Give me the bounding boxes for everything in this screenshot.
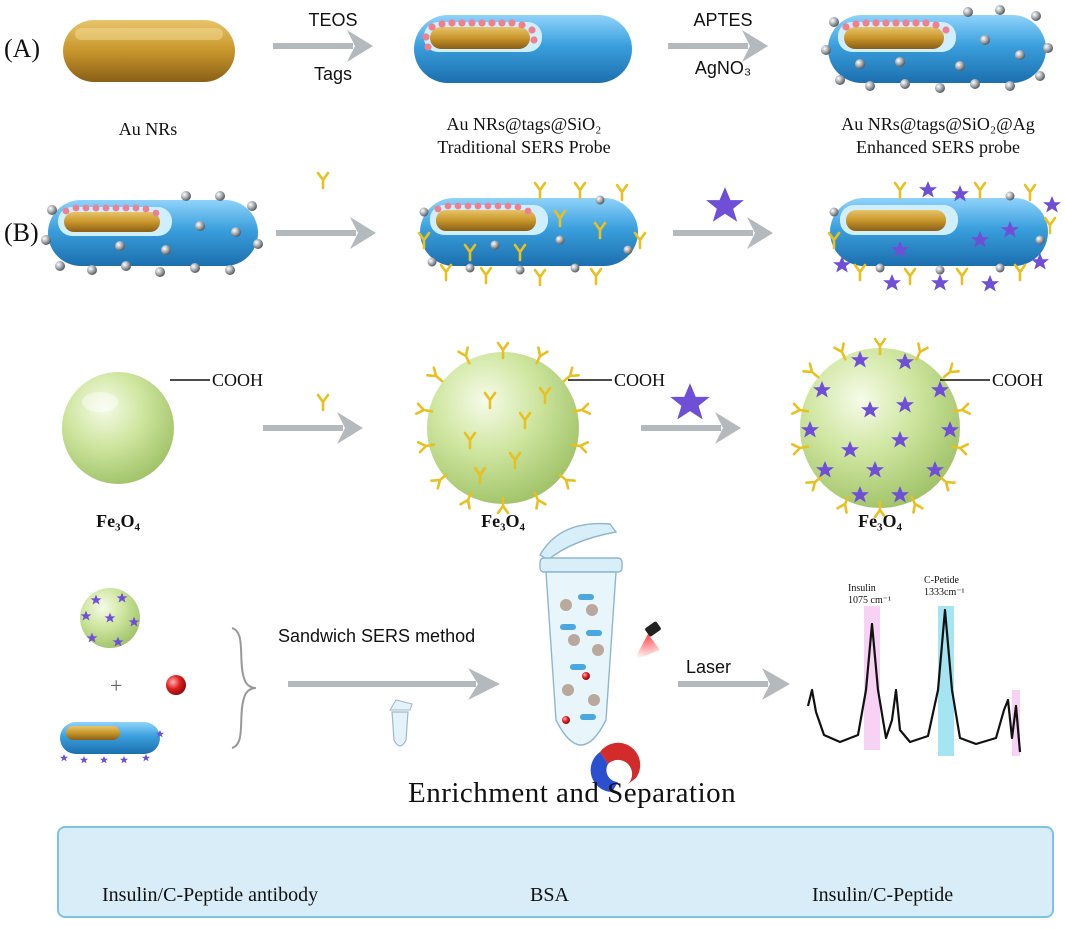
mixture-bead xyxy=(80,588,140,648)
bsa-star-icon-c xyxy=(670,383,710,420)
arrow-antibody-c xyxy=(263,412,363,444)
plus-sign: + xyxy=(110,673,123,698)
au-nrs-label: Au NRs xyxy=(118,119,178,139)
target-molecule-sphere xyxy=(166,675,186,695)
arrow-teos xyxy=(273,30,373,62)
legend-bsa-label: BSA xyxy=(530,884,569,906)
au-nanorod xyxy=(63,20,235,82)
peak2-name: C-Petide xyxy=(924,575,959,586)
mixture-probe xyxy=(59,722,165,764)
row-b-probe-silver xyxy=(41,191,263,277)
antibody-icon-c xyxy=(316,393,330,412)
arrow2-bottom-label: AgNO₃ xyxy=(694,58,752,78)
sandwich-label: Sandwich SERS method xyxy=(278,626,476,646)
arrow-bsa-c xyxy=(641,412,741,444)
laser-label: Laser xyxy=(686,657,732,677)
fe3o4-label-3: Fe₃O₄ xyxy=(858,511,902,531)
row-b-probe-blocked xyxy=(827,181,1061,292)
fe3o4-label-1: Fe₃O₄ xyxy=(96,511,140,531)
cooh-label-3: COOH xyxy=(992,370,1044,390)
sers-spectrum xyxy=(806,606,1022,756)
legend-box xyxy=(57,826,1054,918)
row-b-probe-antibody xyxy=(417,181,647,287)
arrow2-top-label: APTES xyxy=(693,10,753,30)
peak1-value: 1075 cm⁻¹ xyxy=(848,595,891,606)
traditional-sers-probe xyxy=(414,15,632,83)
magnet-icon xyxy=(590,742,641,792)
small-tube-icon xyxy=(389,699,413,747)
bsa-star-icon xyxy=(706,187,744,222)
traditional-probe-label-2: Traditional SERS Probe xyxy=(437,137,611,157)
enrichment-title: Enrichment and Separation xyxy=(408,777,737,809)
cooh-label-1: COOH xyxy=(212,370,264,390)
cooh-label-2: COOH xyxy=(614,370,666,390)
brace-icon xyxy=(231,627,257,749)
fe3o4-bead-plain xyxy=(62,372,210,484)
enhanced-probe-label-2: Enhanced SERS probe xyxy=(856,137,1020,157)
arrow-sandwich xyxy=(288,668,500,700)
fe3o4-bead-antibody xyxy=(414,341,612,515)
fe3o4-bead-blocked xyxy=(790,337,990,519)
legend-antibody-label: Insulin/C-Peptide antibody xyxy=(102,884,319,906)
traditional-probe-label-1: Au NRs@tags@SiO₂ xyxy=(446,114,602,134)
laser-source-icon xyxy=(634,621,661,660)
legend-target-label: Insulin/C-Peptide xyxy=(812,884,954,906)
peak1-name: Insulin xyxy=(848,583,876,594)
enhanced-sers-probe xyxy=(821,5,1053,93)
arrow1-top-label: TEOS xyxy=(308,10,358,30)
centrifuge-tube xyxy=(539,522,623,746)
panel-label-b: (B) xyxy=(4,218,39,247)
arrow-antibody-b xyxy=(276,217,376,249)
enhanced-probe-label-1: Au NRs@tags@SiO₂@Ag xyxy=(841,114,1035,134)
peak2-value: 1333cm⁻¹ xyxy=(924,587,965,598)
arrow-bsa-b xyxy=(673,217,773,249)
fe3o4-label-2: Fe₃O₄ xyxy=(481,511,525,531)
antibody-icon xyxy=(316,171,330,190)
arrow1-bottom-label: Tags xyxy=(313,64,353,84)
arrow-laser xyxy=(678,668,790,700)
panel-label-a: (A) xyxy=(4,34,41,63)
insulin-peak-band xyxy=(864,606,880,750)
